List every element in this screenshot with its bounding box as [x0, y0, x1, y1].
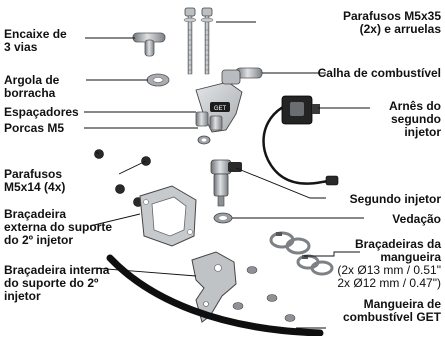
label-tee-fitting: Encaixe de 3 vias — [4, 27, 67, 54]
rubber-o-ring — [146, 73, 170, 87]
label-seal: Vedação — [392, 212, 441, 226]
bolt-m5x35-right — [200, 7, 214, 75]
lower-nuts — [232, 266, 296, 322]
tee-fitting — [132, 32, 166, 57]
label-fuel-hose: Mangueira de combustível GET — [342, 297, 441, 324]
label-bolts-m5x14: Parafusos M5x14 (4x) — [4, 167, 66, 194]
label-hose-clamps: Braçadeiras da mangueira — [354, 237, 441, 264]
label-bolts-m5x35: Parafusos M5x35 (2x) e arruelas — [342, 9, 441, 36]
label-hose-clamp-sizes: (2x Ø13 mm / 0.51" 2x Ø12 mm / 0.47") — [337, 263, 441, 290]
label-spacers: Espaçadores — [4, 105, 79, 119]
label-harness: Arnês do segundo injetor — [388, 99, 441, 139]
bolt-m5x35-left — [183, 7, 197, 75]
leader-lines — [84, 21, 370, 329]
fuel-hose — [106, 254, 324, 337]
label-fuel-rail: Calha de combustível — [317, 66, 441, 80]
label-second-injector: Segundo injetor — [349, 192, 441, 206]
injector-seal — [213, 212, 233, 224]
spacers — [195, 111, 223, 131]
injector-harness — [262, 95, 339, 186]
label-inner-bracket: Braçadeira interna do suporte do 2º inje… — [4, 263, 110, 303]
hose-clamps — [269, 231, 334, 276]
label-outer-bracket: Braçadeira externa do suporte do 2º inje… — [4, 207, 113, 247]
outer-bracket — [139, 185, 197, 247]
svg-text:GET: GET — [214, 106, 227, 112]
bolts-m5x14 — [94, 149, 151, 207]
second-injector — [210, 159, 242, 207]
label-o-ring: Argola de borracha — [4, 73, 60, 100]
nut-m5 — [197, 135, 211, 145]
label-nuts-m5: Porcas M5 — [4, 121, 65, 135]
